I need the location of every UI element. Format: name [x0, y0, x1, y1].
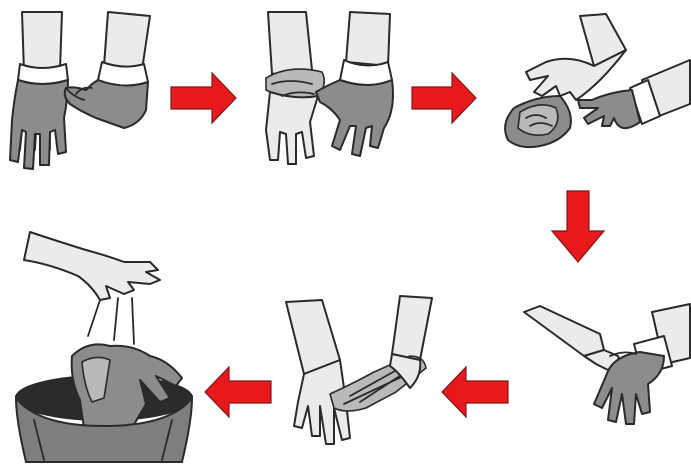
- step-1-pinch-glove-at-wrist: [10, 12, 150, 169]
- step-4-slide-finger-under-cuff: [524, 304, 690, 424]
- right-glove: [578, 90, 640, 128]
- arrow-step-2-to-3: [412, 73, 476, 123]
- right-forearm: [346, 12, 390, 66]
- arrow-step-4-to-5: [442, 367, 508, 417]
- crumpled-glove: [518, 105, 558, 135]
- left-bare-hand: [266, 92, 318, 164]
- bare-forearm: [524, 306, 604, 356]
- releasing-hand: [24, 232, 160, 300]
- step-2-peel-first-glove: [266, 12, 393, 164]
- step-6-dispose-in-bin: [16, 232, 192, 462]
- left-forearm: [268, 12, 312, 74]
- left-glove: [10, 80, 68, 169]
- arrow-step-1-to-2: [171, 73, 236, 123]
- arrow-step-3-to-4: [552, 191, 604, 262]
- step-3-hold-removed-glove: [505, 14, 690, 147]
- drop-motion-lines: [88, 298, 134, 344]
- right-glove-pinching: [65, 80, 148, 128]
- right-glove: [316, 80, 393, 156]
- arrow-step-5-to-6: [205, 367, 271, 417]
- step-5-peel-second-glove: [286, 296, 432, 444]
- left-forearm: [22, 12, 62, 72]
- right-forearm: [104, 12, 150, 70]
- right-forearm: [392, 296, 432, 360]
